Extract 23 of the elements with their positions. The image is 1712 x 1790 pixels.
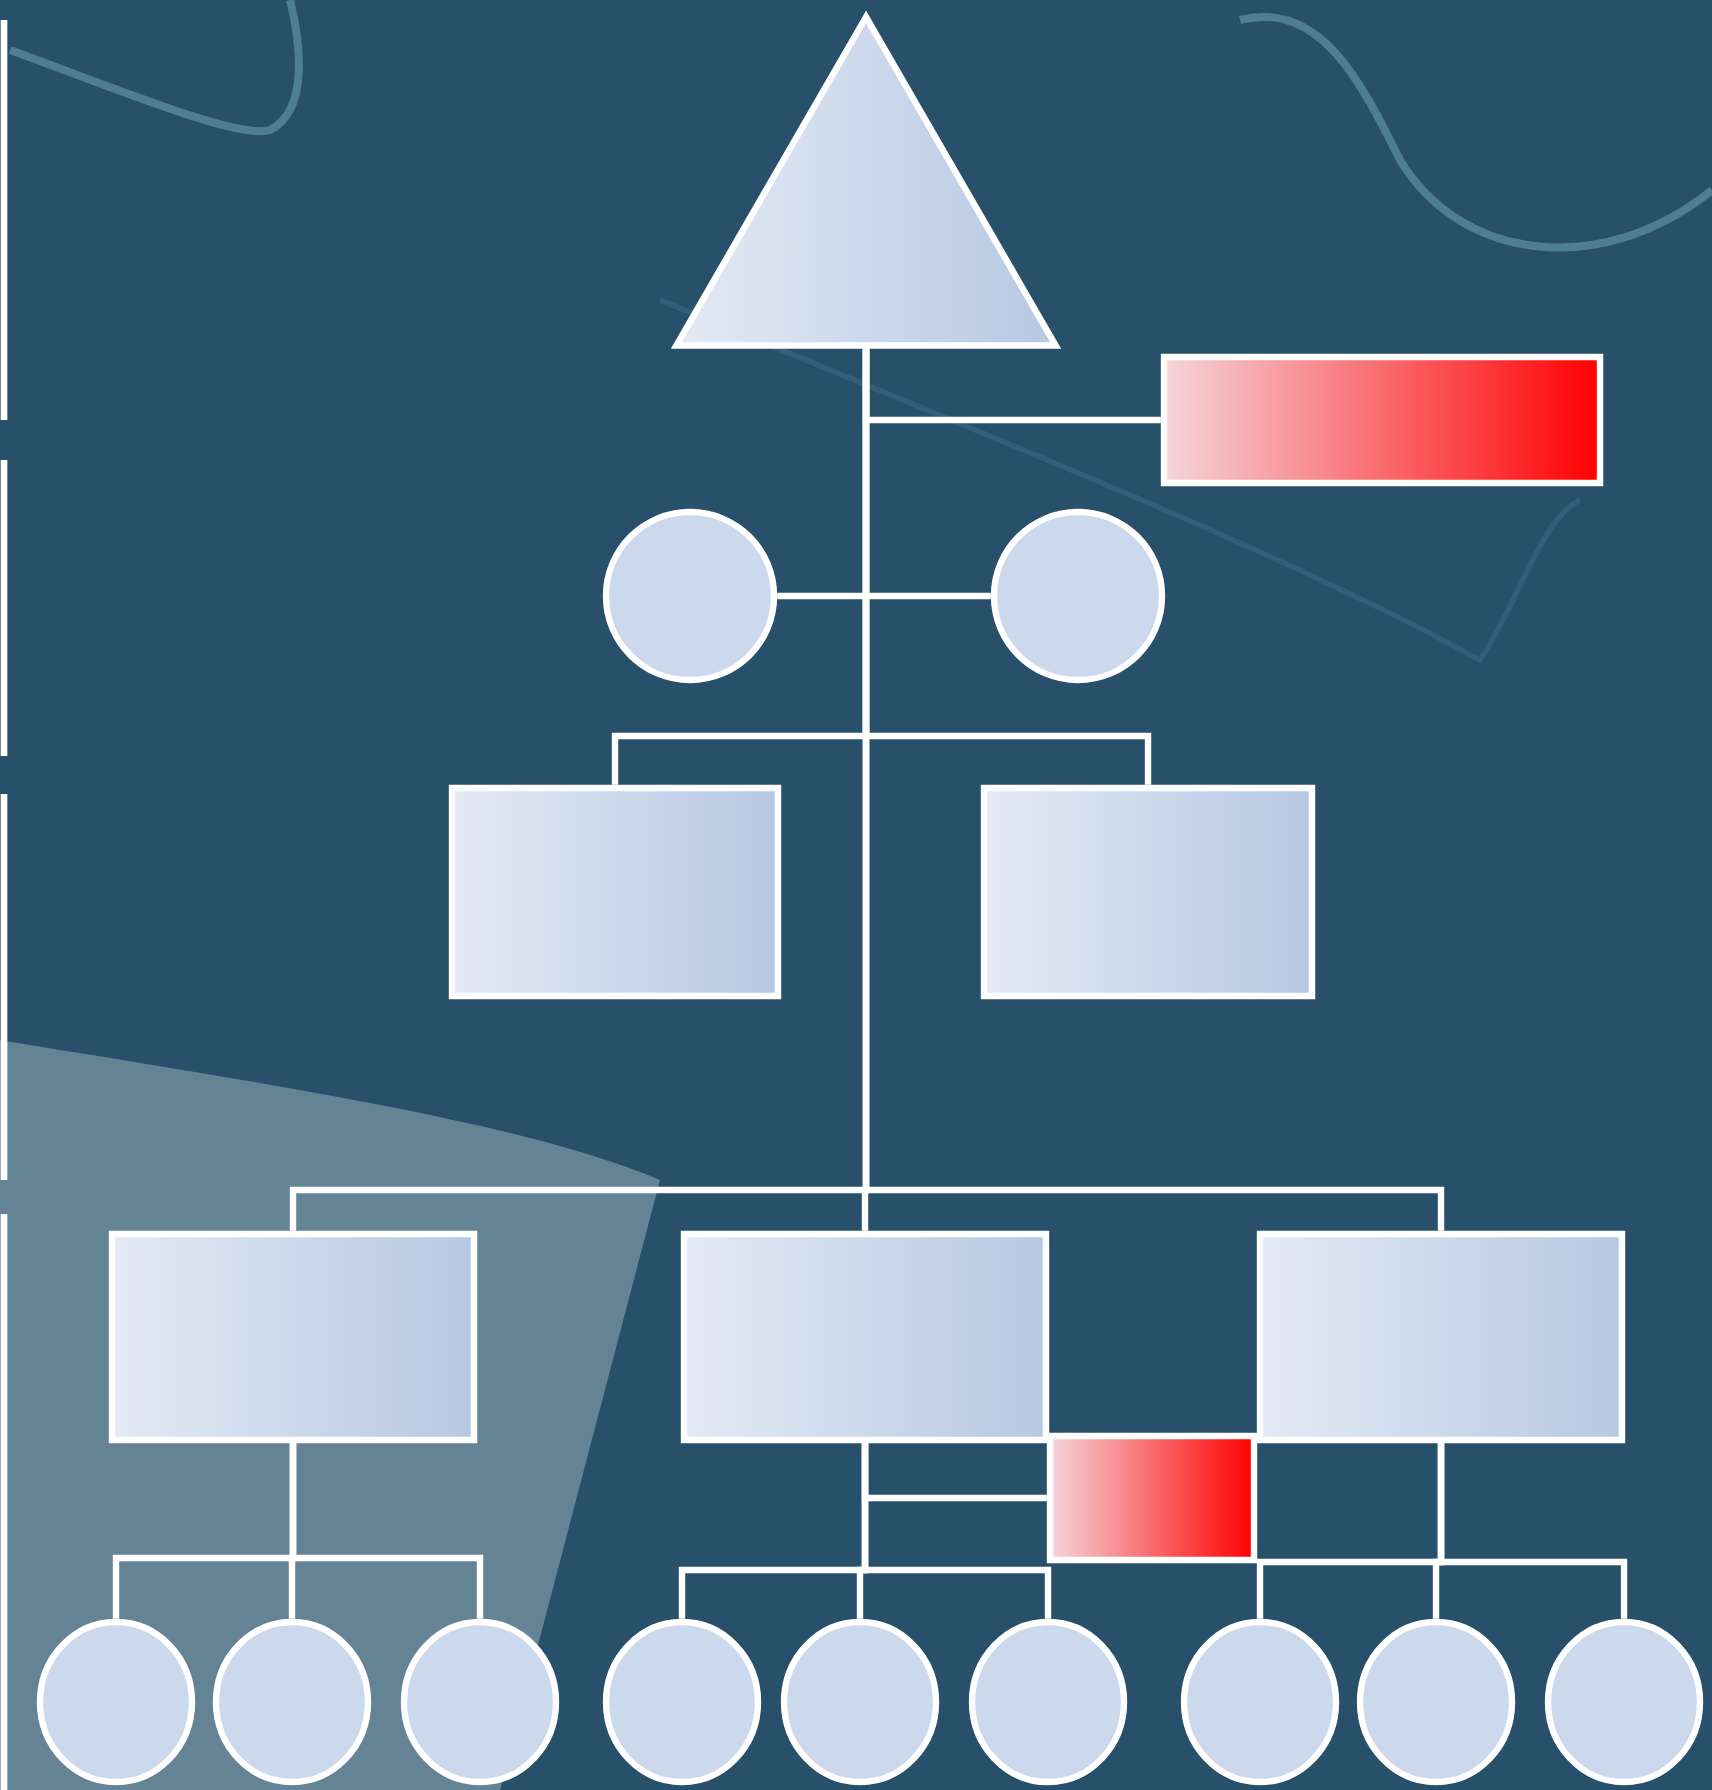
circle	[990, 508, 1166, 684]
org-box	[1256, 1230, 1626, 1444]
connector-line	[862, 348, 1445, 1231]
circle	[1356, 1618, 1516, 1786]
circle	[780, 1618, 940, 1786]
circle	[400, 1618, 560, 1786]
org-box	[448, 784, 782, 1000]
circle	[968, 1618, 1128, 1786]
highlight-box	[1046, 1432, 1258, 1564]
circle	[212, 1618, 372, 1786]
org-box	[108, 1230, 478, 1444]
connector-line	[289, 1443, 484, 1619]
circle	[1544, 1618, 1704, 1786]
circle	[602, 508, 778, 684]
connector-line	[777, 592, 991, 600]
connector-line	[1437, 1443, 1628, 1619]
connector-line	[861, 1443, 1052, 1619]
org-box	[680, 1230, 1050, 1444]
highlight-box	[1160, 353, 1604, 487]
circle	[36, 1618, 196, 1786]
circle	[1180, 1618, 1340, 1786]
circle	[602, 1618, 762, 1786]
org-box	[980, 784, 1316, 1000]
